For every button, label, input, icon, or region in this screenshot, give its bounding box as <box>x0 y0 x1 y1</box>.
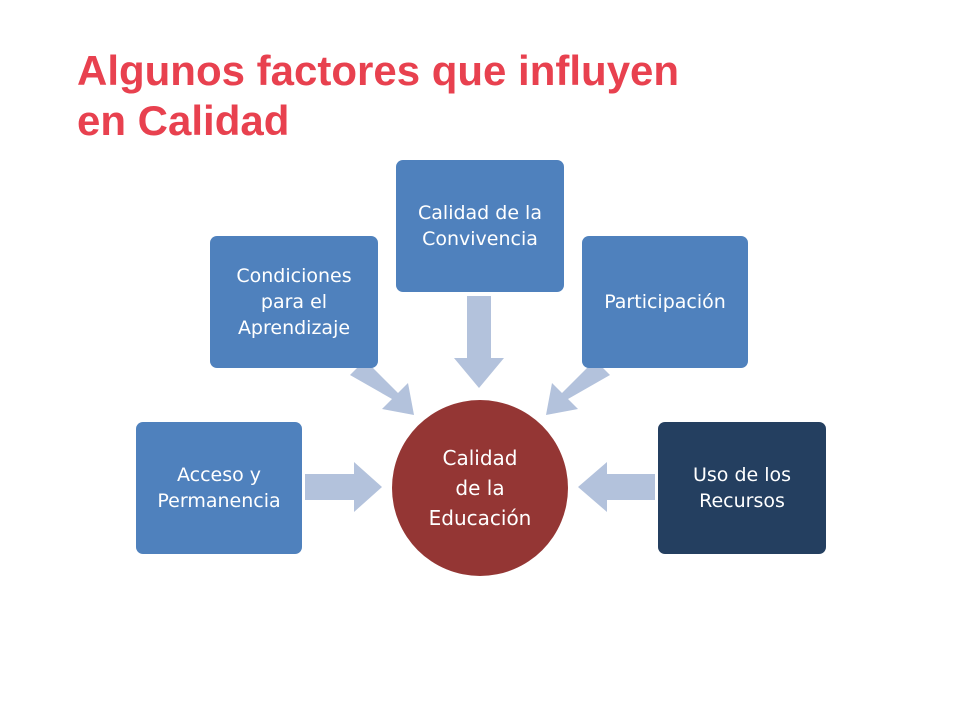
factor-uso-recursos: Uso de los Recursos <box>658 422 826 554</box>
arrow-convivencia <box>454 296 504 388</box>
arrow-condiciones <box>350 360 414 415</box>
title-line-1: Algunos factores que influyen <box>77 47 680 94</box>
title-line-2: en Calidad <box>77 97 290 144</box>
arrow-participacion <box>546 360 610 415</box>
factor-calidad-convivencia: Calidad de la Convivencia <box>396 160 564 292</box>
factor-participacion: Participación <box>582 236 748 368</box>
page-title: Algunos factores que influyen en Calidad <box>77 46 877 146</box>
factor-label: Condiciones para el Aprendizaje <box>236 265 352 339</box>
factor-condiciones-aprendizaje: Condiciones para el Aprendizaje <box>210 236 378 368</box>
factor-label: Calidad de la Convivencia <box>418 202 542 250</box>
center-label: Calidad de la Educación <box>428 446 532 530</box>
center-calidad-educacion: Calidad de la Educación <box>392 400 568 576</box>
factor-label: Uso de los Recursos <box>692 464 792 512</box>
arrow-acceso <box>305 462 382 512</box>
factor-label: Participación <box>604 291 726 313</box>
factor-label: Acceso y Permanencia <box>157 464 281 512</box>
factor-acceso-permanencia: Acceso y Permanencia <box>136 422 302 554</box>
arrow-recursos <box>578 462 655 512</box>
